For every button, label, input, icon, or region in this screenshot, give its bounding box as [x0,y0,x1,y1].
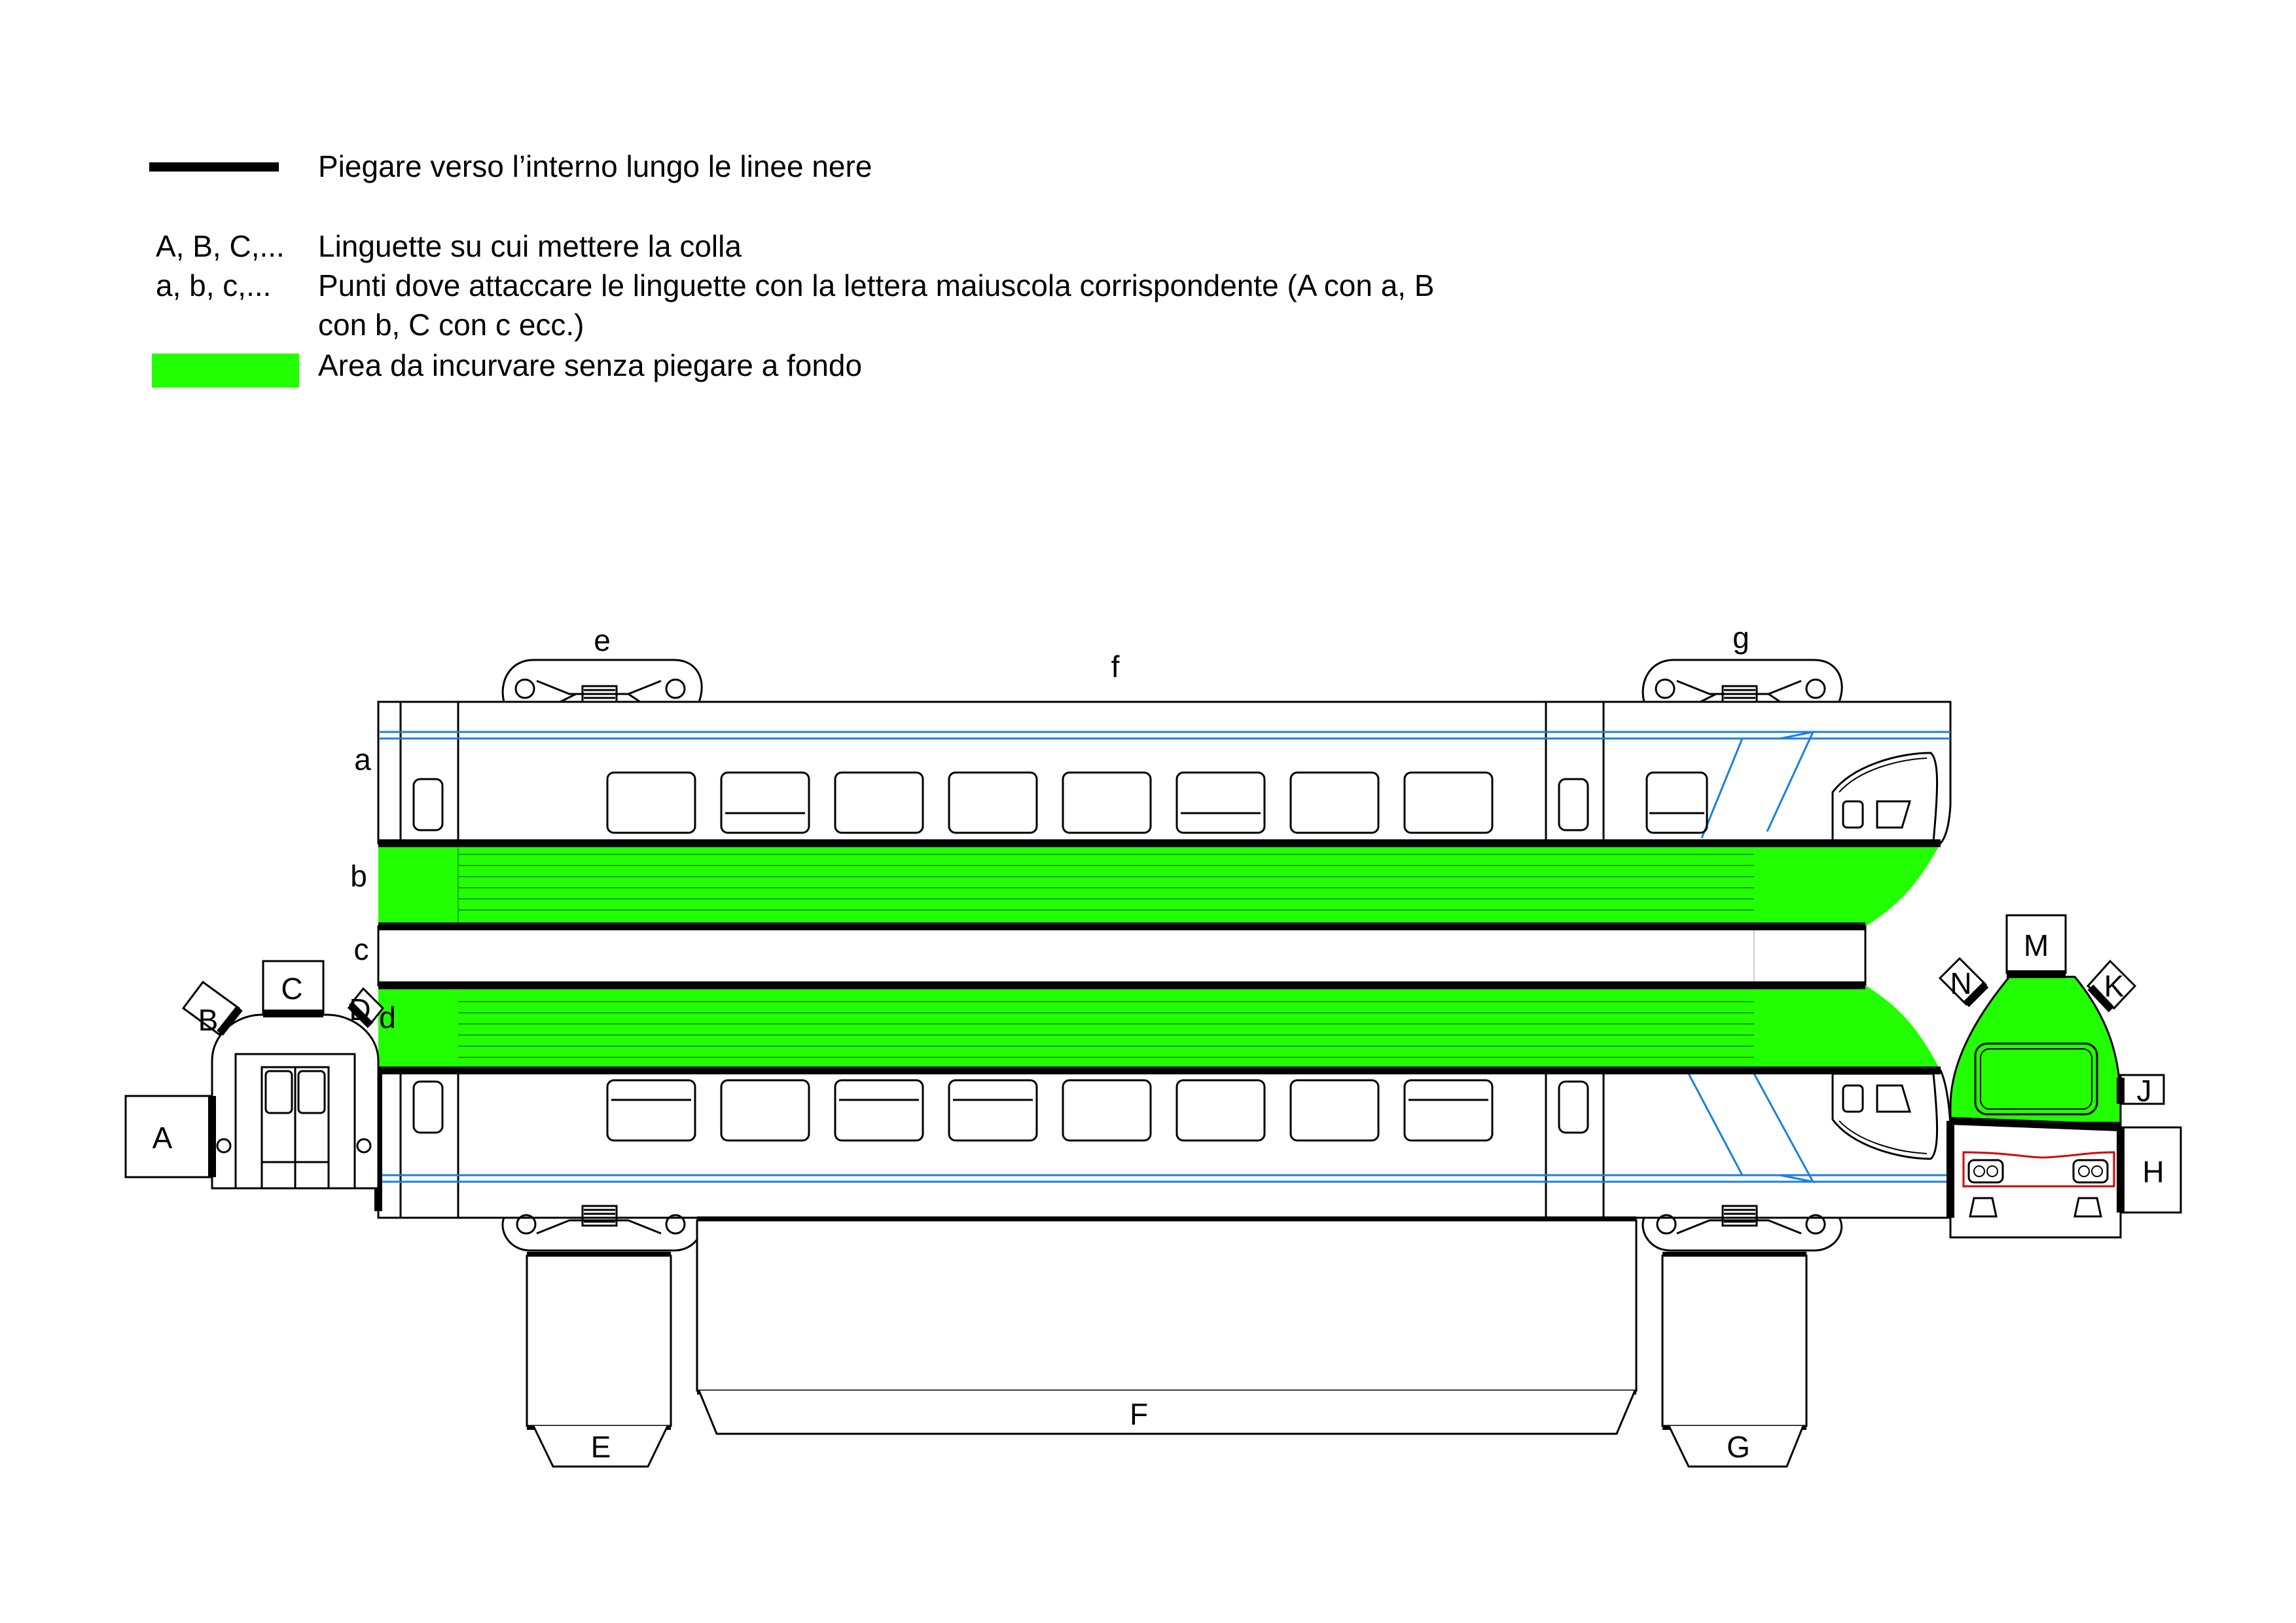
legend-fold-line-sample [149,162,279,172]
label-G: G [1727,1430,1750,1464]
front-cab-piece [1938,914,2182,1239]
side-panel-upper [377,701,1952,845]
label-N: N [1950,966,1971,1000]
label-F: F [1130,1397,1148,1431]
label-A: A [152,1121,173,1155]
letter-labels: a b c D d e f g A B C E F G H J K M N [152,621,2164,1464]
label-K: K [2104,969,2125,1003]
lower-windows [412,1079,1589,1142]
bogie-e-bottom [501,1205,703,1468]
label-B: B [198,1003,219,1037]
legend-fold-line-text: Piegare verso l’interno lungo le linee n… [318,149,872,183]
roof-strip [377,925,1867,987]
floor-panel [696,1219,1638,1435]
legend-tabs-key: A, B, C,... [156,229,285,263]
label-C: C [281,972,302,1006]
bogie-g-bottom [1641,1205,1843,1468]
label-a: a [354,742,371,776]
label-H: H [2142,1155,2164,1189]
legend-points-text-1: Punti dove attaccare le linguette con la… [318,268,1435,302]
rear-end-piece [124,960,385,1190]
label-e: e [594,623,611,657]
side-panel-lower [377,1069,1952,1219]
curve-area-upper [378,843,1941,926]
label-c: c [354,932,369,966]
legend-curve-area-text: Area da incurvare senza piegare a fondo [318,348,863,382]
legend-points-text-2: con b, C con c ecc.) [318,308,584,342]
label-E: E [591,1430,611,1464]
label-f: f [1111,649,1120,684]
label-d: d [379,1000,396,1034]
curve-area-lower [378,985,1941,1070]
legend-curve-area-sample [152,354,299,388]
legend-points-key: a, b, c,... [156,268,272,302]
label-g: g [1732,621,1749,655]
upper-windows [412,771,1708,834]
legend-tabs-text: Linguette su cui mettere la colla [318,229,742,263]
label-D: D [349,993,370,1027]
label-M: M [2024,928,2049,962]
label-b: b [350,859,367,893]
label-J: J [2137,1074,2152,1108]
